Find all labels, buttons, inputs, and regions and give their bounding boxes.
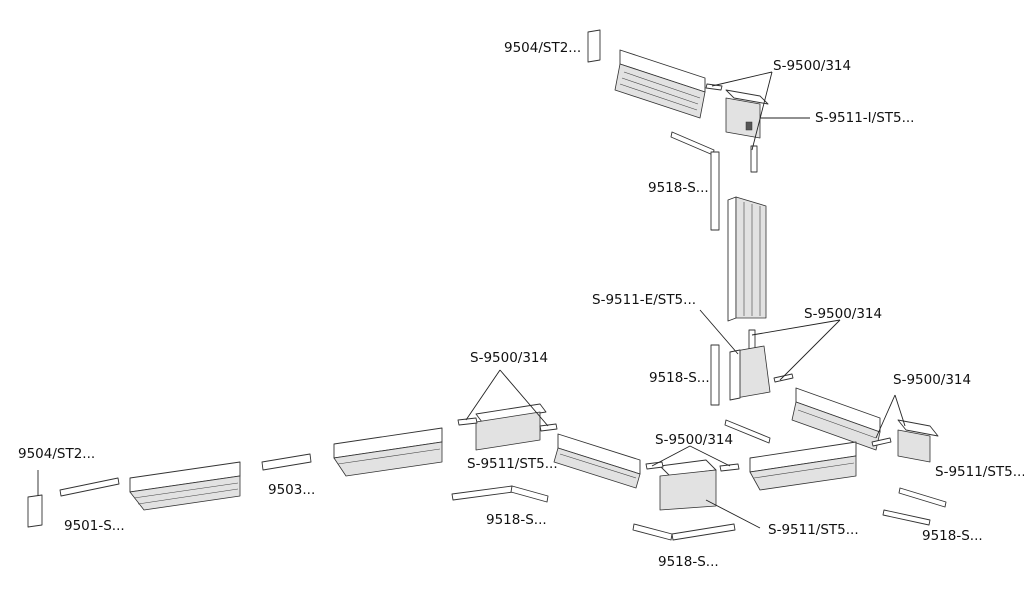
- end-cap-bottom: [27, 494, 43, 528]
- connectors-bottom-left: [457, 417, 558, 432]
- flex-connector-vertical-bottom: [710, 344, 771, 444]
- connector-mid-side: [773, 373, 794, 383]
- label-s-9511-e-st5: S-9511-E/ST5...: [592, 292, 696, 308]
- tee-bottom-center: [659, 459, 717, 511]
- label-9503: 9503...: [268, 482, 315, 498]
- flex-connector-bottom-center: [632, 523, 736, 541]
- rail-bottom-3: [553, 433, 641, 489]
- label-s-9500-314-left: S-9500/314: [470, 350, 548, 366]
- rail-top: [614, 49, 706, 119]
- label-9518-s-bottom-right: 9518-S...: [922, 528, 983, 544]
- rail-bottom-2: [333, 427, 443, 477]
- flex-connector-vertical-top: [670, 131, 720, 231]
- connector-right: [871, 437, 892, 447]
- connector-top-2: [750, 145, 758, 173]
- label-9518-s-bottom-left: 9518-S...: [486, 512, 547, 528]
- rail-bottom-1: [129, 461, 241, 511]
- label-s-9511-st5-left: S-9511/ST5...: [467, 456, 558, 472]
- connector-top-1: [705, 83, 723, 91]
- label-9504-st2-bottom: 9504/ST2...: [18, 446, 95, 462]
- label-9504-st2-top: 9504/ST2...: [504, 40, 581, 56]
- end-cap-top: [587, 29, 601, 63]
- label-s-9500-314-top: S-9500/314: [773, 58, 851, 74]
- tee-right: [897, 419, 939, 463]
- label-s-9500-314-mid: S-9500/314: [804, 306, 882, 322]
- label-s-9511-st5-bottom: S-9511/ST5...: [768, 522, 859, 538]
- label-s-9511-st5-right: S-9511/ST5...: [935, 464, 1024, 480]
- label-s-9500-314-right: S-9500/314: [893, 372, 971, 388]
- label-9518-s-upper: 9518-S...: [648, 180, 709, 196]
- connector-mid-vertical: [748, 329, 756, 351]
- flex-connector-bottom-left: [451, 485, 549, 503]
- leader-lines: [37, 71, 906, 529]
- corner-bottom-left: [475, 403, 547, 451]
- outer-corner-mid: [729, 345, 771, 401]
- rail-vertical: [727, 196, 767, 322]
- label-9518-s-bottom-center: 9518-S...: [658, 554, 719, 570]
- labels: 9504/ST2... S-9500/314 S-9511-I/ST5... 9…: [18, 40, 1024, 570]
- rail-bottom-4: [749, 441, 857, 491]
- rail-right-upper: [791, 387, 881, 451]
- inner-corner-top: [725, 89, 769, 139]
- label-9501-s: 9501-S...: [64, 518, 125, 534]
- connectors-bottom-center: [645, 461, 740, 472]
- label-s-9500-314-center: S-9500/314: [655, 432, 733, 448]
- connector-straight-left: [59, 477, 120, 497]
- label-s-9511-i-st5: S-9511-I/ST5...: [815, 110, 914, 126]
- connector-straight-mid: [261, 453, 312, 471]
- label-9518-s-mid: 9518-S...: [649, 370, 710, 386]
- flex-connector-right: [882, 487, 947, 526]
